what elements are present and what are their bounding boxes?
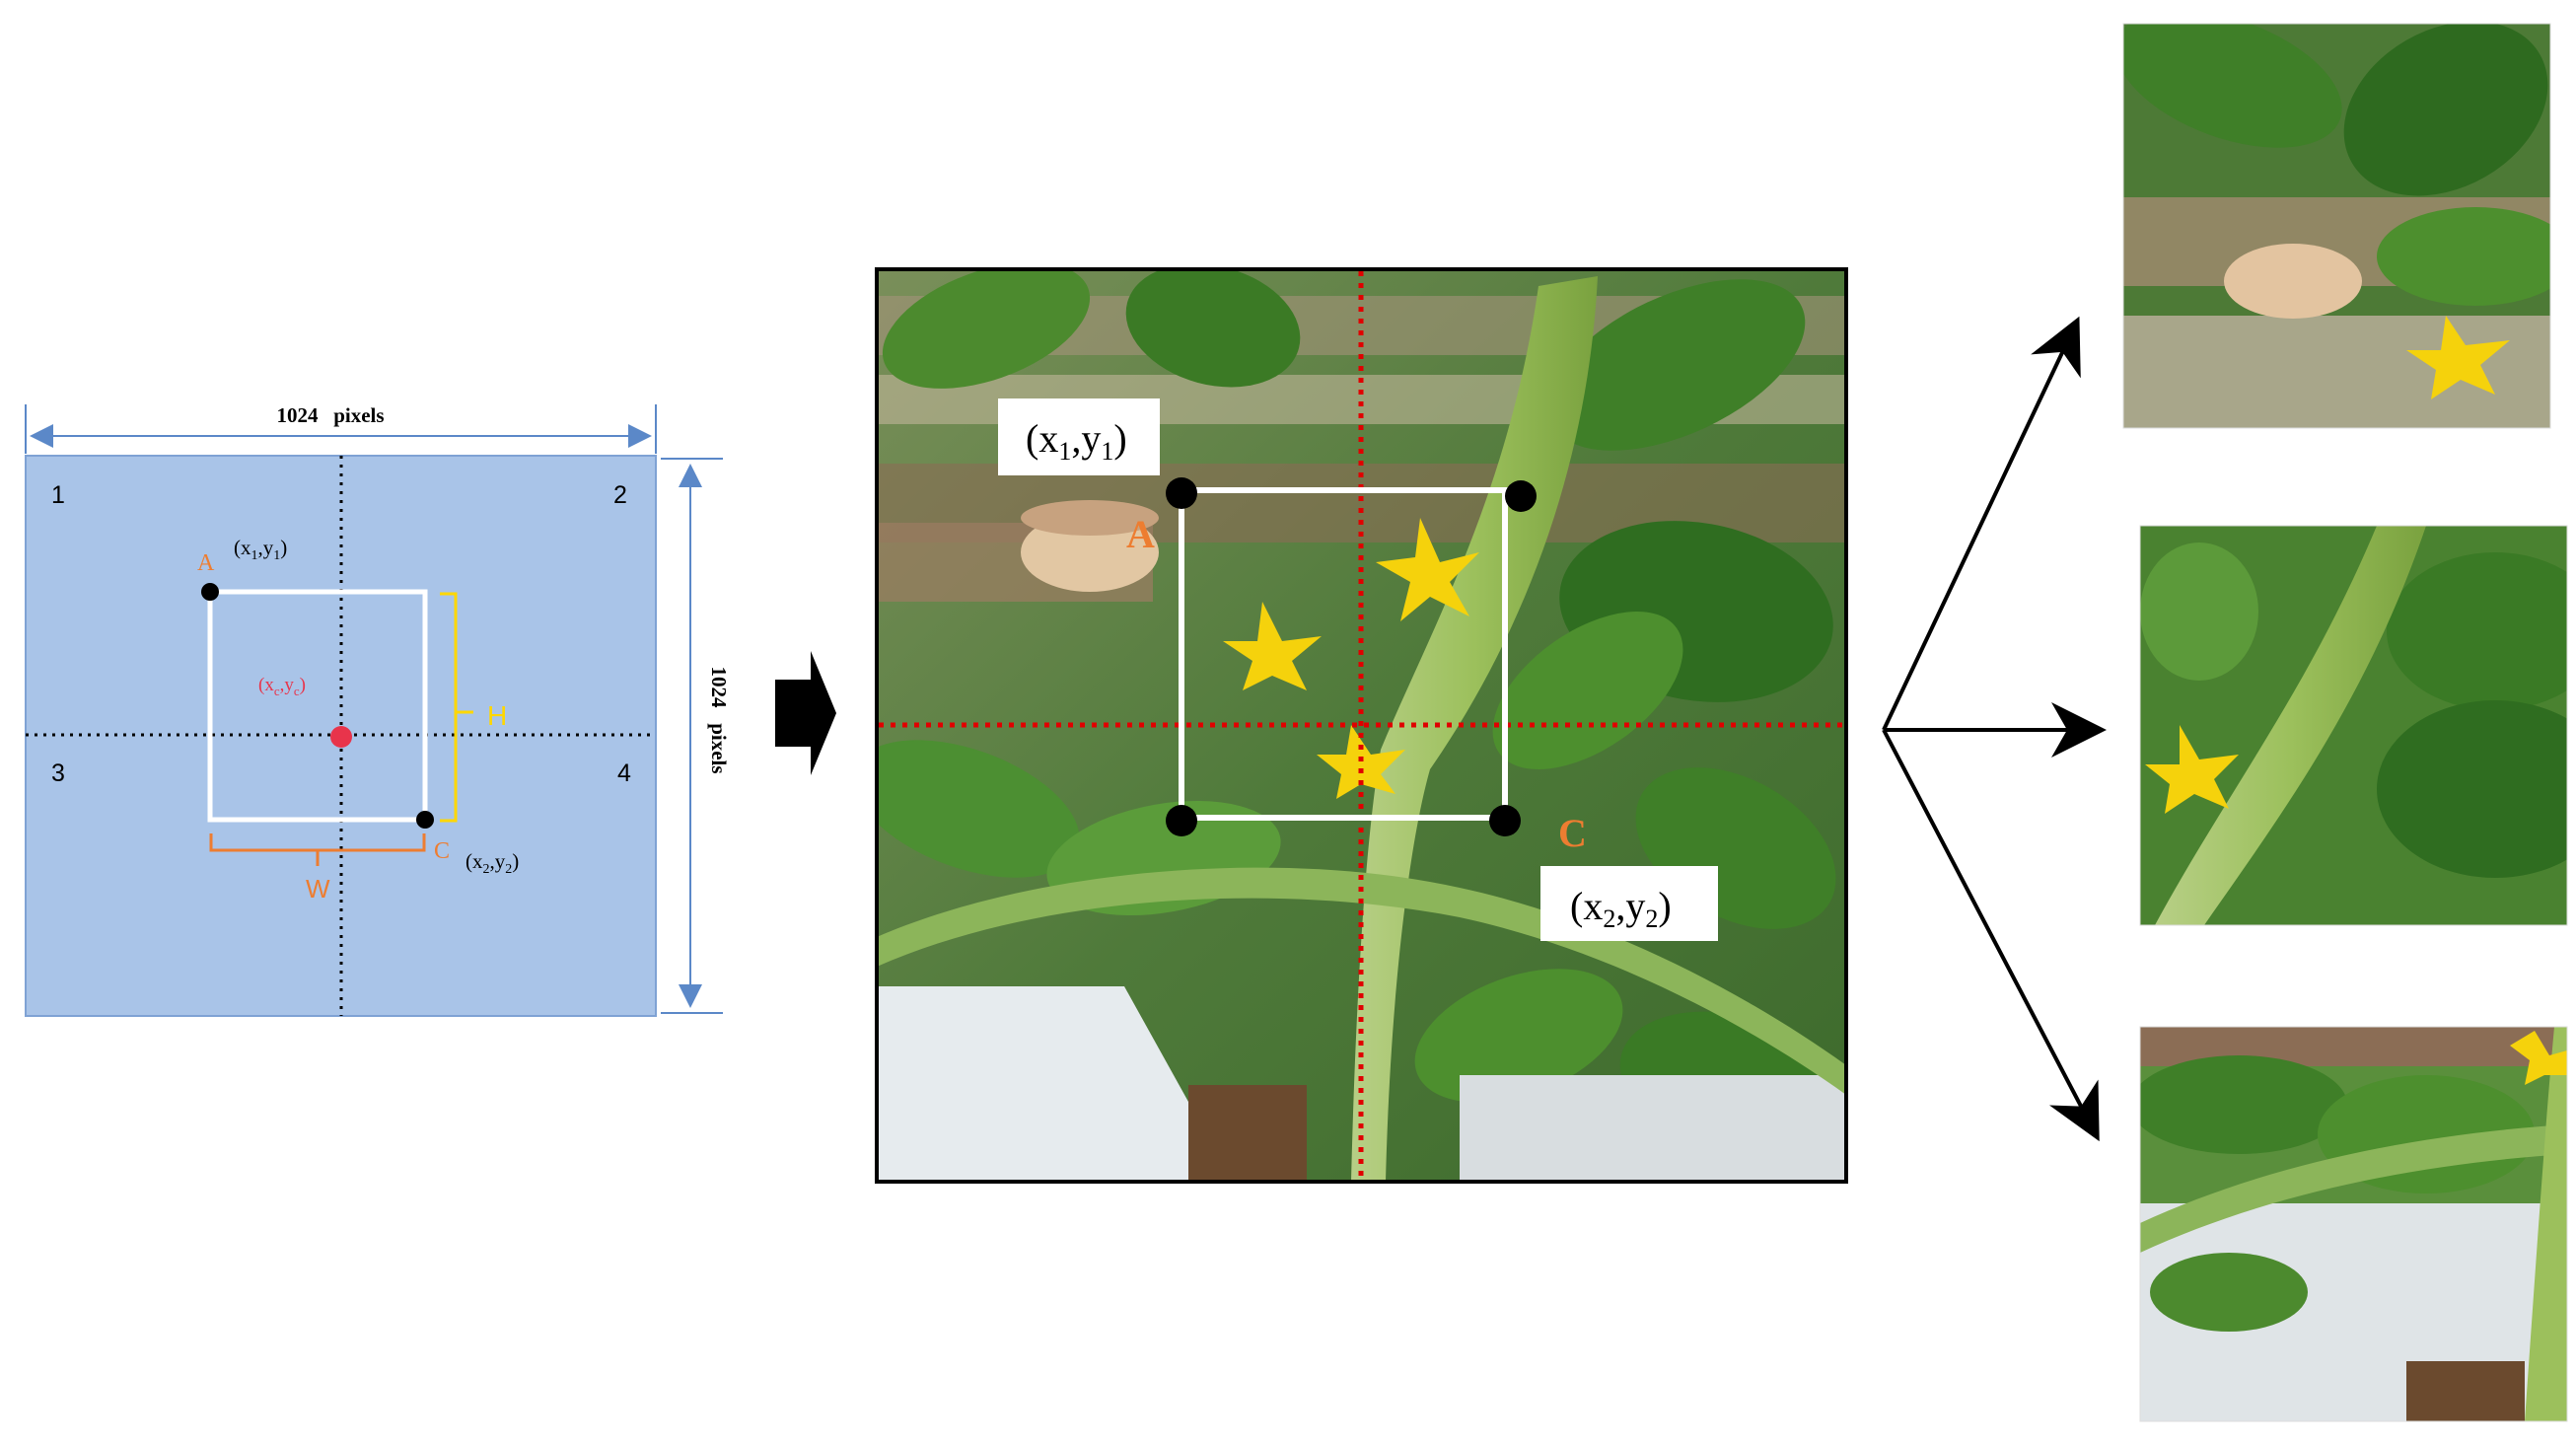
grid-diagram: 1024 pixels 1024 pixels 1 2 3 4 A C (x1,… [25,403,731,1017]
photo-coord-c-box [1540,866,1718,941]
photo-corner-b [1505,480,1537,512]
grid-point-a [201,583,219,601]
grid-label-c: C [434,838,450,864]
branch-arrows [1882,316,2107,1142]
photo-coord-a: (x1,y1) [1026,416,1127,466]
quadrant-2: 2 [613,481,627,509]
grid-point-c [416,811,434,829]
grid-coord-center: (xc,yc) [258,675,306,698]
crop-thumbnail-middle [2139,525,2568,926]
crop-thumbnail-upper [2122,23,2551,429]
quadrant-4: 4 [617,759,631,787]
arrow-lower-icon [1882,729,2100,1142]
quadrant-3: 3 [51,759,65,787]
grid-coord-a: (x1,y1) [234,536,287,563]
h-label: H [487,700,507,731]
quadrant-1: 1 [51,481,65,509]
grid-label-a: A [197,550,215,576]
photo-panel: A C (x1,y1) (x2,y2) [875,267,1848,1184]
grid-bounding-box [207,589,428,823]
plant-photo [877,269,1846,1182]
grid-center-point [330,726,352,748]
width-label: 1024 pixels [276,403,384,427]
photo-corner-a [1166,477,1197,509]
photo-label-a: A [1126,512,1155,556]
crop-thumbnail-lower [2139,1026,2568,1422]
photo-coord-c: (x2,y2) [1570,884,1672,933]
photo-bounding-box [1179,487,1508,821]
photo-corner-d [1166,805,1197,836]
photo-corner-c [1489,805,1521,836]
grid-coord-c: (x2,y2) [465,849,519,877]
photo-coord-a-box [998,398,1160,475]
arrow-right-icon [775,651,836,775]
photo-frame [875,267,1848,1184]
photo-label-c: C [1558,811,1587,855]
height-label: 1024 pixels [707,666,731,773]
arrow-upper-icon [1882,316,2081,731]
w-label: W [306,874,330,904]
h-bracket [440,592,458,823]
